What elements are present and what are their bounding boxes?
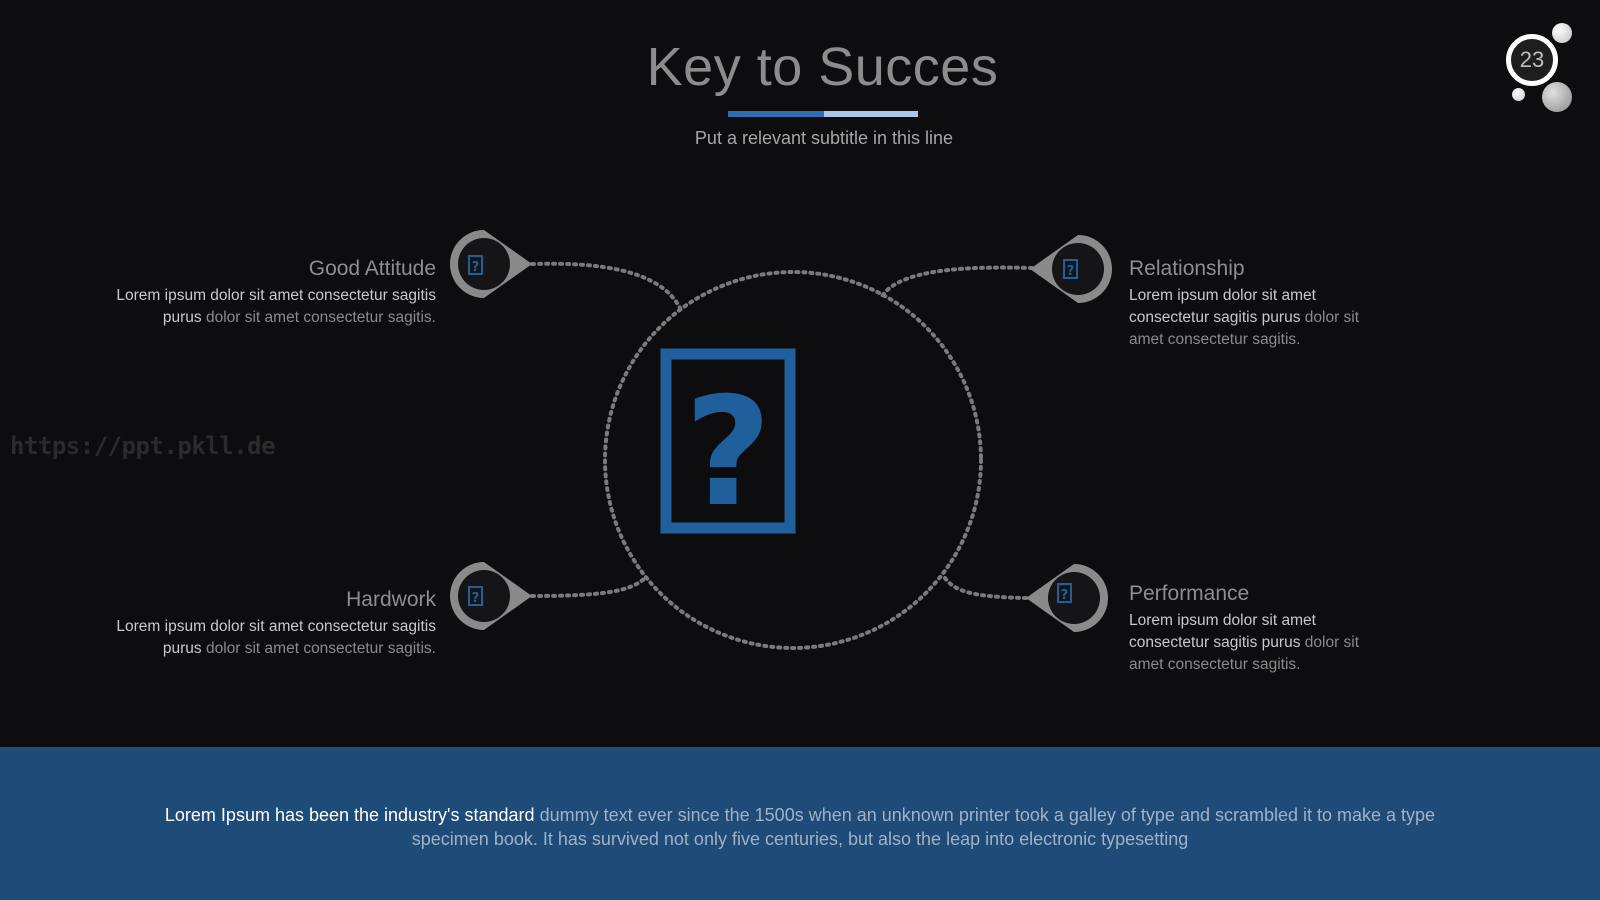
title-underline-blue xyxy=(728,111,824,117)
page-number: 23 xyxy=(1506,34,1558,86)
bubble-decoration xyxy=(1512,88,1525,101)
svg-text:?: ? xyxy=(1061,588,1069,603)
item-hardwork: Hardwork Lorem ipsum dolor sit amet cons… xyxy=(116,588,436,660)
title-underline-light xyxy=(824,111,918,117)
item-body-muted: dolor sit amet consectetur sagitis. xyxy=(205,640,436,657)
footer-band: Lorem Ipsum has been the industry's stan… xyxy=(0,747,1600,900)
pin-relationship: ? xyxy=(1030,235,1112,303)
center-question-icon: ? xyxy=(660,348,796,540)
item-body-bright: Lorem ipsum dolor sit amet consectetur s… xyxy=(1129,612,1316,651)
connector-relationship xyxy=(880,265,1034,298)
item-body-muted: dolor sit amet consectetur sagitis. xyxy=(1129,634,1360,673)
pin-good-attitude: ? xyxy=(450,230,532,298)
item-performance: Performance Lorem ipsum dolor sit amet c… xyxy=(1129,582,1379,676)
item-body: Lorem ipsum dolor sit amet consectetur s… xyxy=(116,285,436,329)
item-relationship: Relationship Lorem ipsum dolor sit amet … xyxy=(1129,257,1379,351)
slide-title: Key to Succes xyxy=(646,37,999,97)
item-body: Lorem ipsum dolor sit amet consectetur s… xyxy=(1129,285,1379,351)
item-title: Performance xyxy=(1129,582,1250,605)
slide-subtitle: Put a relevant subtitle in this line xyxy=(694,128,954,148)
item-body: Lorem ipsum dolor sit amet consectetur s… xyxy=(1129,610,1379,676)
item-body-bright: Lorem ipsum dolor sit amet consectetur s… xyxy=(116,287,436,326)
item-good-attitude: Good Attitude Lorem ipsum dolor sit amet… xyxy=(116,257,436,329)
footer-text: Lorem Ipsum has been the industry's stan… xyxy=(150,803,1450,851)
page-number-badge: 23 xyxy=(1500,20,1590,120)
item-body-bright: Lorem ipsum dolor sit amet consectetur s… xyxy=(116,618,436,657)
item-body-muted: dolor sit amet consectetur sagitis. xyxy=(205,309,436,326)
item-body-muted: dolor sit amet consectetur sagitis. xyxy=(1129,309,1360,348)
item-title: Relationship xyxy=(1129,257,1245,280)
bubble-decoration xyxy=(1552,23,1572,43)
watermark-url: https://ppt.pkll.de xyxy=(10,432,276,460)
center-dotted-circle xyxy=(603,270,983,650)
footer-body: dummy text ever since the 1500s when an … xyxy=(411,805,1436,849)
center-glyph: ? xyxy=(684,366,771,540)
svg-text:?: ? xyxy=(472,591,480,606)
connector-hardwork xyxy=(530,576,647,598)
footer-highlight: Lorem Ipsum has been the industry's stan… xyxy=(164,805,535,825)
item-body-bright: Lorem ipsum dolor sit amet consectetur s… xyxy=(1129,287,1316,326)
pin-hardwork: ? xyxy=(450,562,532,630)
item-title: Good Attitude xyxy=(308,257,436,280)
svg-text:?: ? xyxy=(472,260,480,275)
pin-performance: ? xyxy=(1026,564,1108,632)
bubble-decoration xyxy=(1542,82,1572,112)
item-body: Lorem ipsum dolor sit amet consectetur s… xyxy=(116,616,436,660)
connector-good-attitude xyxy=(530,261,682,310)
connector-performance xyxy=(943,576,1028,600)
svg-text:?: ? xyxy=(1067,264,1075,279)
item-title: Hardwork xyxy=(346,588,436,611)
